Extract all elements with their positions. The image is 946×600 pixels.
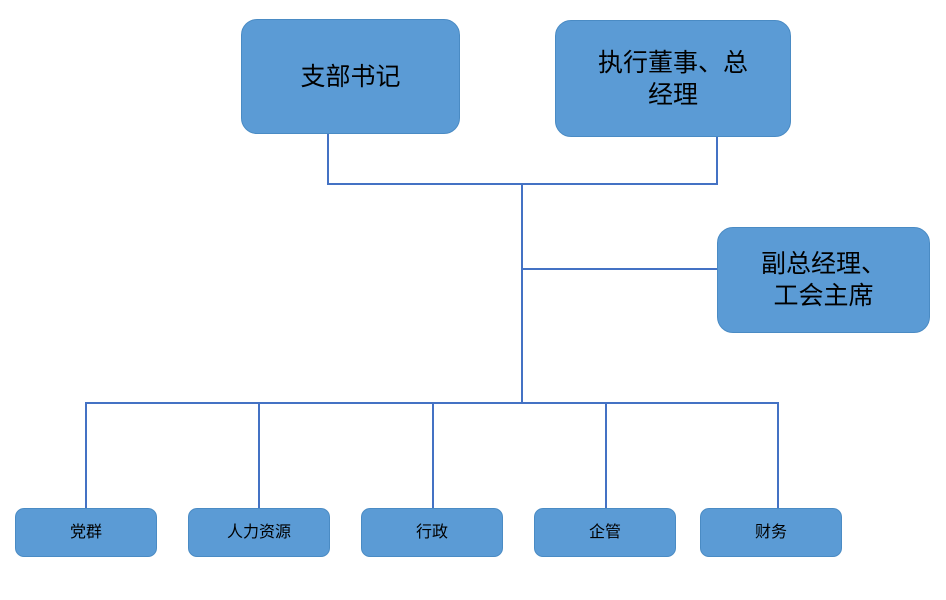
node-department-xingzheng-label: 行政 <box>415 522 448 542</box>
node-party-secretary[interactable]: 支部书记 <box>241 19 460 134</box>
node-department-qiguan[interactable]: 企管 <box>534 508 676 557</box>
node-department-dangqun[interactable]: 党群 <box>15 508 157 557</box>
node-department-caiwu[interactable]: 财务 <box>700 508 842 557</box>
node-department-renliziyuan[interactable]: 人力资源 <box>188 508 330 557</box>
node-department-xingzheng[interactable]: 行政 <box>361 508 503 557</box>
connector-drop-dangqun <box>85 402 87 508</box>
node-department-renliziyuan-label: 人力资源 <box>226 522 291 542</box>
node-deputy-gm-union-chair-label: 副总经理、 工会主席 <box>760 249 886 310</box>
node-department-caiwu-label: 财务 <box>754 522 787 542</box>
node-executive-director-gm-label: 执行董事、总 经理 <box>597 47 748 109</box>
node-party-secretary-label: 支部书记 <box>300 61 401 91</box>
connector-main-spine <box>521 183 523 404</box>
node-executive-director-gm[interactable]: 执行董事、总 经理 <box>555 20 791 137</box>
connector-deputy-gm-branch <box>521 268 718 270</box>
connector-executive-director-down <box>716 137 718 185</box>
connector-drop-qiguan <box>605 402 607 508</box>
node-department-qiguan-label: 企管 <box>588 522 621 542</box>
node-deputy-gm-union-chair[interactable]: 副总经理、 工会主席 <box>717 227 930 333</box>
node-department-dangqun-label: 党群 <box>69 522 102 542</box>
connector-drop-xingzheng <box>432 402 434 508</box>
connector-drop-caiwu <box>777 402 779 508</box>
connector-drop-renliziyuan <box>258 402 260 508</box>
connector-party-secretary-down <box>327 134 329 185</box>
